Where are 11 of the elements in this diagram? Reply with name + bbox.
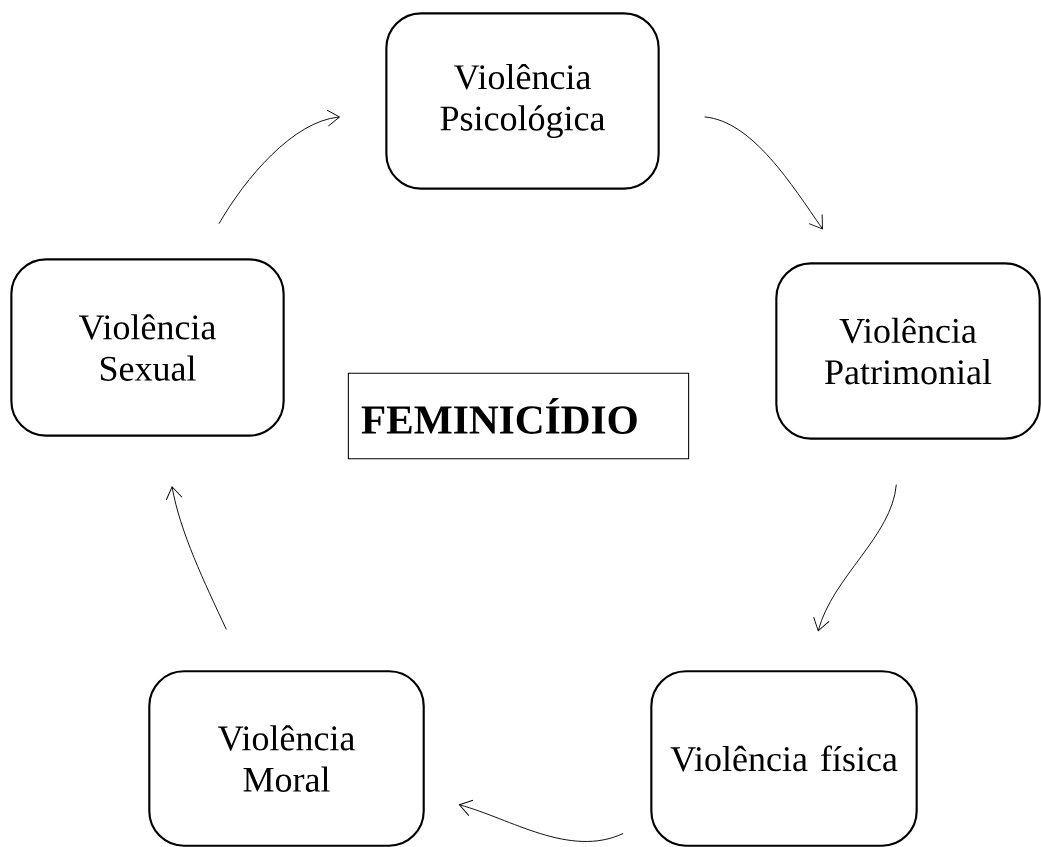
arrow xyxy=(458,799,624,842)
center-box: FEMINICÍDIO xyxy=(347,372,690,460)
process-box: Violência Psicológica xyxy=(385,12,660,190)
arrow xyxy=(704,116,823,230)
process-box: Violência Patrimonial xyxy=(775,262,1041,440)
process-box: Violência física xyxy=(650,670,918,847)
process-box: Violência Moral xyxy=(148,670,425,847)
arrow xyxy=(218,109,341,225)
arrow xyxy=(813,484,897,632)
arrow xyxy=(165,486,227,630)
process-box: Violência Sexual xyxy=(10,258,285,437)
